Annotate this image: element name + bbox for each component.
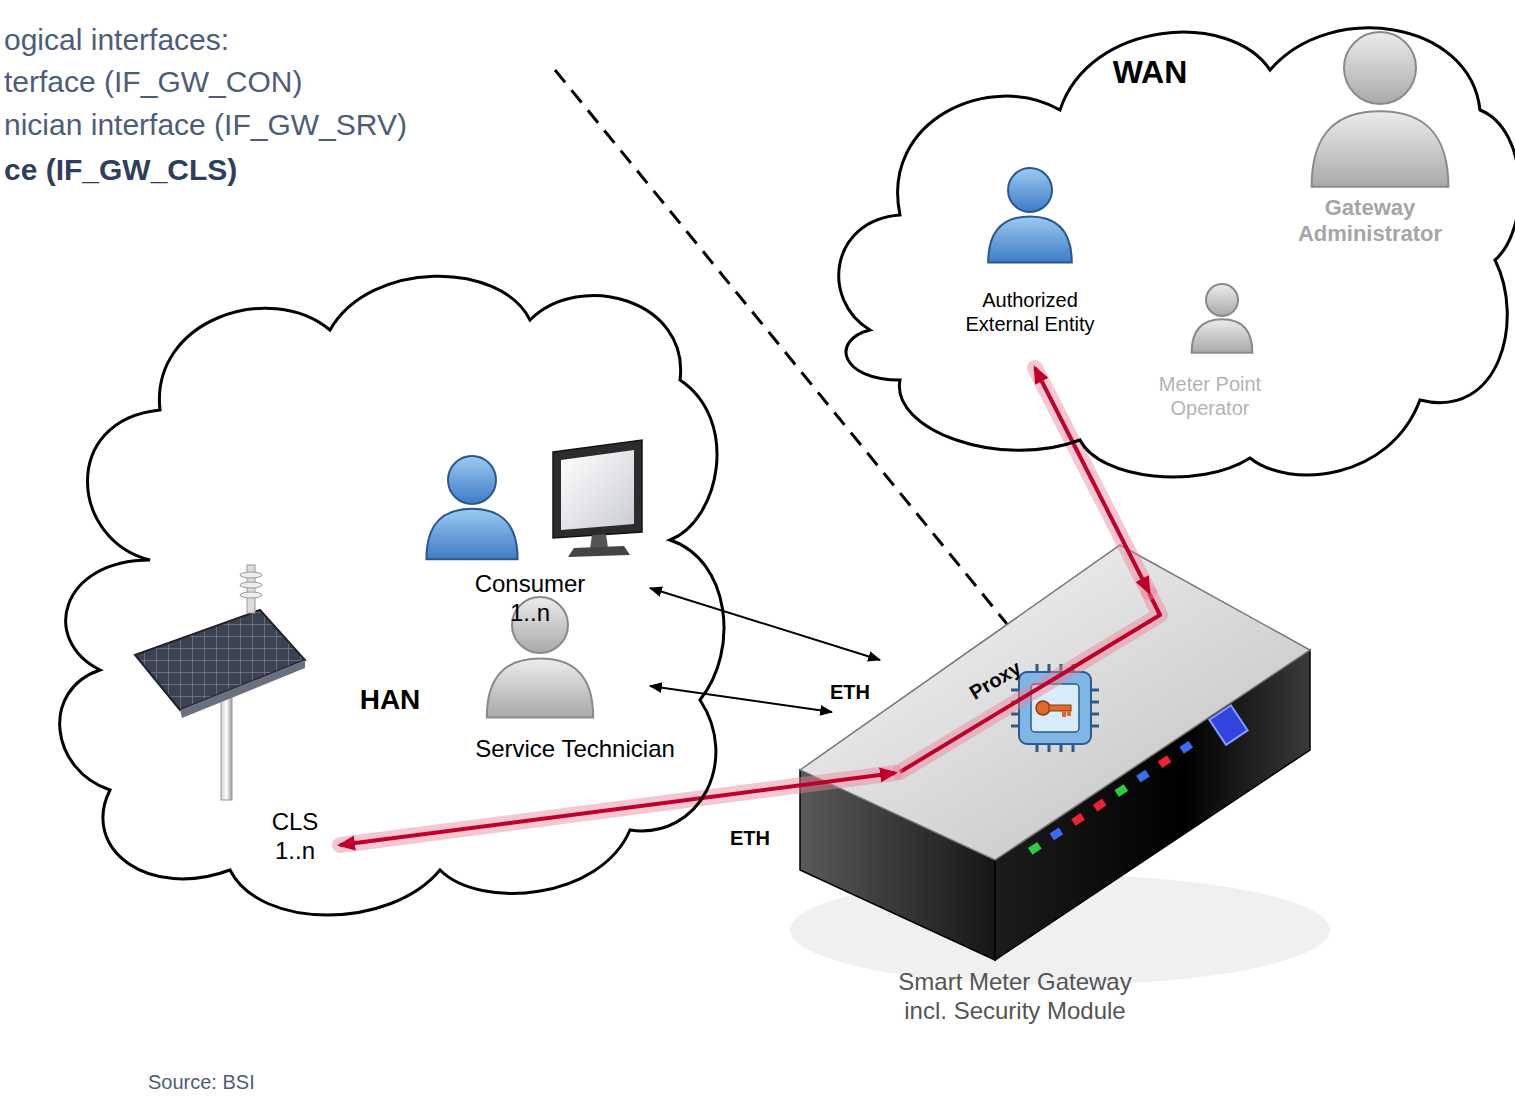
heading-fragment: ce (IF_GW_CLS): [4, 152, 237, 188]
gateway-box: [790, 545, 1330, 985]
actor-label: Gateway Administrator: [1260, 195, 1480, 248]
label-anchor: ogical interfaces:: [4, 22, 229, 58]
actor-label: Meter Point Operator: [1145, 372, 1275, 420]
label-anchor: Proxy: [965, 655, 1025, 704]
person-icon: [988, 168, 1072, 263]
cls-data-path: [1035, 368, 1149, 592]
source-note: Source: BSI: [148, 1070, 255, 1094]
device-label: CLS 1..n: [265, 808, 325, 866]
actor-label: Gateway Administrator: [1260, 195, 1480, 248]
path-glow: [1035, 368, 1149, 592]
label-anchor: ETH: [827, 680, 873, 704]
path-glow: [340, 773, 895, 845]
actor-label: Service Technician: [465, 735, 685, 764]
label-anchor: Source: BSI: [148, 1070, 255, 1094]
label-anchor: HAN: [360, 683, 421, 717]
proxy-label: Proxy: [965, 655, 1025, 704]
actor-label: Authorized External Entity: [950, 288, 1110, 336]
person-icon: [426, 456, 517, 559]
label-anchor: nician interface (IF_GW_SRV): [4, 107, 407, 143]
network-cloud: WAN Authorized External Entity Gateway Adm…: [820, 0, 1515, 500]
cloud-outline: [30, 250, 750, 950]
boundary-line: [555, 70, 1020, 640]
actor-label: Consumer 1..n: [470, 570, 590, 628]
connector-line: [1035, 368, 1149, 592]
network-name: HAN: [360, 683, 421, 717]
network-cloud: HAN Consumer 1..nService TechnicianCLS 1.…: [30, 250, 750, 950]
person-icon: [1312, 32, 1449, 187]
heading-fragment: ogical interfaces:: [4, 22, 229, 58]
monitor-icon: [553, 440, 642, 557]
proxy-path: [900, 593, 1160, 772]
person-icon: [1192, 284, 1253, 353]
network-name: WAN: [1113, 53, 1188, 91]
han-link: [650, 588, 880, 660]
actor-label: Meter Point Operator: [1145, 372, 1275, 420]
cls-data-path: [340, 773, 895, 845]
gateway-caption: Smart Meter Gateway incl. Security Modul…: [885, 968, 1145, 1026]
solar-panel-icon: [135, 565, 305, 800]
label-anchor: WAN: [1113, 53, 1188, 91]
gateway-caption: Smart Meter Gateway incl. Security Modul…: [885, 968, 1145, 1026]
cloud-outline: [839, 28, 1515, 477]
connector-line: [650, 588, 880, 660]
heading-fragment: terface (IF_GW_CON): [4, 64, 302, 100]
label-anchor: terface (IF_GW_CON): [4, 64, 302, 100]
label-anchor: ce (IF_GW_CLS): [4, 152, 237, 188]
connector-line: [340, 773, 895, 845]
actor-label: Authorized External Entity: [950, 288, 1110, 336]
actor-label: Consumer 1..n: [470, 570, 590, 628]
interface-label: ETH: [827, 680, 873, 704]
label-anchor: ETH: [727, 826, 773, 850]
heading-fragment: nician interface (IF_GW_SRV): [4, 107, 407, 143]
interface-label: ETH: [727, 826, 773, 850]
connector-line: [650, 686, 832, 712]
cloud-outline: [60, 276, 724, 915]
han-link: [650, 686, 832, 712]
device-label: CLS 1..n: [265, 808, 325, 866]
actor-label: Service Technician: [465, 735, 685, 764]
